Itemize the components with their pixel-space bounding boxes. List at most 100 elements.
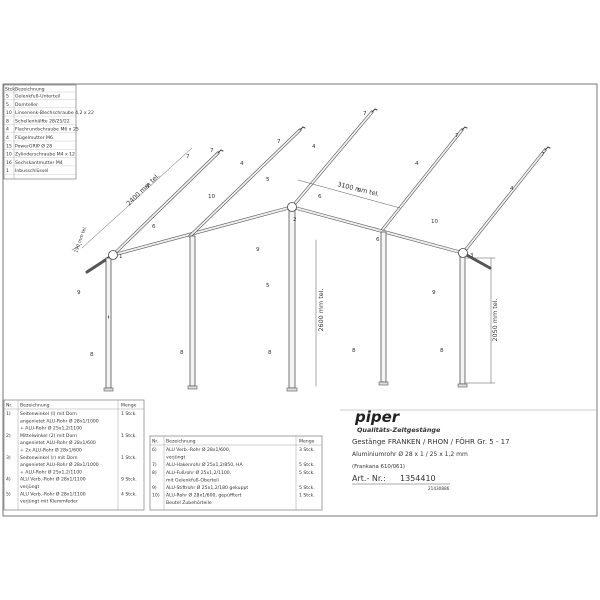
table-cell-desc: + 2x ALU-Rohr Ø 28x1/600	[20, 447, 82, 454]
leg-2	[187, 235, 198, 390]
table-cell-qty: 4	[6, 127, 9, 133]
table-cell-desc: Linsenenk-Blechschraube 4,2 x 22	[15, 110, 94, 116]
svg-text:7: 7	[363, 111, 367, 117]
svg-text:7: 7	[541, 152, 545, 158]
svg-text:2: 2	[293, 217, 297, 223]
svg-text:7: 7	[186, 154, 190, 160]
drawing-code: 21430886	[428, 486, 450, 491]
table-header: Bezeichnung	[20, 403, 50, 409]
table-cell-desc: verjüngt	[20, 484, 39, 490]
svg-text:5: 5	[357, 188, 361, 194]
table-cell-desc: PowerGRIP Ø 28	[15, 142, 52, 149]
table-cell-desc: Sechskantmutter M4	[15, 160, 63, 166]
svg-text:9: 9	[256, 247, 260, 253]
table-cell-desc: ALU-Hakenrohr Ø 25x1,2/850, HA	[166, 461, 243, 468]
svg-text:6: 6	[376, 237, 380, 243]
table-header: Stck.	[5, 87, 16, 93]
table-header: Nr.	[6, 403, 12, 409]
table-cell-no: 4)	[6, 477, 11, 483]
table-cell-desc: ALU Verb.-Rohr Ø 28x1/1100	[20, 490, 86, 497]
leg-left	[103, 257, 114, 392]
table-cell-desc: ALU-Rohr Ø 28x1/600, gepüfftert	[166, 492, 242, 499]
table-cell-qty: 15	[6, 143, 12, 149]
table-cell-desc: Inbusschlüssel	[15, 168, 48, 174]
drawing-frame	[2, 83, 598, 517]
svg-text:3: 3	[470, 253, 474, 259]
table-cell-desc: + ALU-Rohr Ø 25x1,2/1100	[20, 468, 82, 475]
svg-text:8: 8	[268, 350, 272, 356]
table-cell-desc: verjüngt	[166, 455, 185, 461]
svg-text:8: 8	[180, 350, 184, 356]
table-cell-no: 8)	[152, 470, 157, 476]
svg-text:7: 7	[210, 148, 214, 154]
table-cell-qty: 10	[6, 110, 12, 116]
svg-text:4: 4	[510, 186, 514, 192]
table-cell-no: 1)	[6, 411, 11, 417]
table-cell-no: 9)	[152, 485, 157, 491]
table-cell-desc: angenietet ALU-Rohr Ø 28x1/600	[20, 439, 96, 446]
table-cell-qty: 1 Stck.	[121, 411, 137, 417]
svg-text:10: 10	[431, 219, 439, 225]
svg-text:1: 1	[119, 254, 123, 260]
table-cell-qty: 5 Stck.	[299, 485, 315, 491]
dim-left-small: 190 mm tel.	[73, 225, 88, 253]
dim-left-rafter: 2400 mm tel.	[125, 172, 162, 208]
table-cell-desc: angenietet ALU-Rohr Ø 28x1/1000	[20, 461, 99, 468]
svg-text:6: 6	[318, 194, 322, 200]
callouts: 1 2 3 7 7 7 7 7 7 4 4 4 4 4 5 5 5 10 10 …	[77, 111, 545, 358]
table-cell-no: 2)	[6, 433, 11, 439]
svg-text:8: 8	[440, 348, 444, 354]
svg-text:7: 7	[277, 139, 281, 145]
table-cell-desc: verjüngt mit Klemmfeder	[20, 499, 78, 505]
table-cell-desc: Seitenwinkel (l) mit Dorn	[20, 411, 77, 417]
leg-right	[457, 255, 468, 388]
table-header: Bezeichnung	[166, 439, 196, 445]
table-cell-desc: ALU Verb.-Rohr Ø 28x1/600,	[166, 446, 231, 453]
table-cell-desc: Zylinderschraube M4 x 12	[15, 152, 75, 158]
table-cell-desc: Seitenwinkel (r) mit Dorn	[20, 455, 78, 461]
table-cell-qty: 5 Stck.	[299, 462, 315, 468]
joint-2	[287, 202, 297, 212]
svg-text:6: 6	[152, 224, 156, 230]
table-cell-no: 3)	[6, 455, 11, 461]
table-cell-desc: Schellenhälfte 28/25/22	[15, 118, 70, 124]
table-cell-desc: Dornteller	[15, 102, 38, 108]
title-line2: Aluminiumrohr Ø 28 x 1 / 25 x 1,2 mm	[352, 451, 468, 458]
svg-text:5: 5	[266, 177, 270, 183]
table-cell-desc: angenietet ALU-Rohr Ø 28x1/1000	[20, 417, 99, 424]
svg-text:4: 4	[415, 161, 419, 167]
short-pole-right	[461, 251, 492, 270]
title-line3: (Frankana 610/061)	[352, 464, 405, 470]
table-cell-desc: Beutel Zubehörteile	[166, 500, 212, 506]
leg-center	[286, 209, 298, 392]
table-cell-desc: + ALU-Rohr Ø 25x1,2/1100	[20, 425, 82, 432]
svg-text:5: 5	[266, 283, 270, 289]
table-cell-qty: 8	[6, 118, 9, 124]
table-cell-qty: 16	[6, 160, 12, 166]
art-number: 1354410	[400, 474, 436, 483]
svg-text:4: 4	[312, 144, 316, 150]
table-cell-no: 7)	[152, 462, 157, 468]
table-cell-desc: Mittelwinkel (2) mit Dorn	[20, 433, 77, 439]
table-header: Nr.	[152, 439, 158, 445]
table-cell-qty: 9 Stck.	[121, 477, 137, 483]
table-header: Bezeichnung	[15, 87, 45, 93]
svg-text:8: 8	[90, 352, 94, 358]
table-cell-qty: 5 Stck.	[299, 470, 315, 476]
art-label: Art.- Nr.:	[352, 474, 386, 483]
table-cell-no: 10)	[152, 493, 160, 499]
table-cell-desc: mit Gelenkfuß-Oberteil	[166, 477, 219, 483]
table-cell-qty: 4	[6, 135, 9, 141]
table-cell-qty: 4 Stck.	[121, 491, 137, 497]
svg-text:10: 10	[208, 194, 216, 200]
dim-side-height: 2050 mm tel.	[491, 298, 499, 341]
svg-text:4: 4	[146, 184, 150, 190]
table-cell-qty: 5	[6, 94, 9, 100]
joint-1	[108, 250, 118, 260]
table-cell-qty: 1 Stck.	[121, 433, 137, 439]
tent-frame	[71, 108, 551, 392]
table-cell-desc: Flachrundschraube M6 x 25	[15, 127, 79, 133]
